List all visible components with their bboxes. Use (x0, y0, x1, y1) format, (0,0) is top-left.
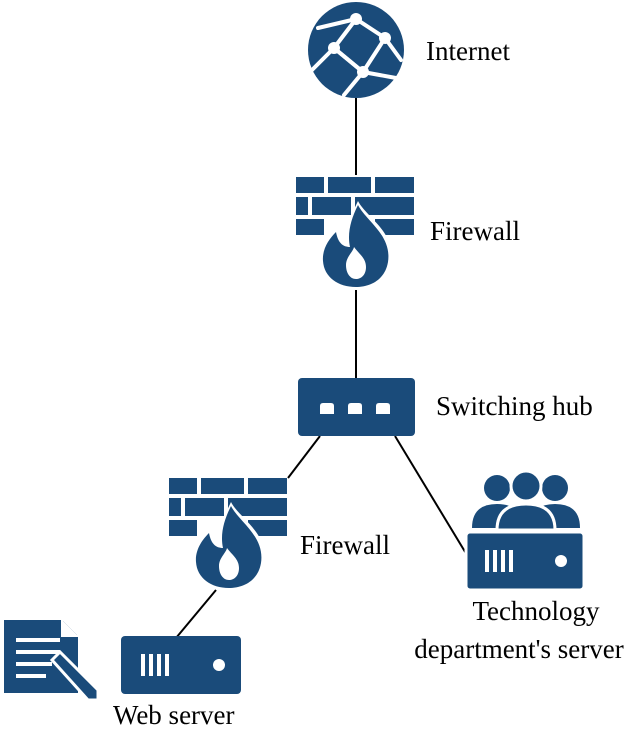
link-firewall2-webserver (175, 589, 217, 639)
document-edit-icon (4, 620, 100, 702)
users-group-icon (472, 469, 580, 532)
tech-server-icon (464, 530, 586, 592)
connectors (175, 98, 471, 639)
switch-icon (298, 378, 415, 436)
web-server-icon (121, 636, 241, 694)
globe-icon (308, 2, 404, 98)
tech-server-label-line2: department's server (414, 634, 624, 664)
tech-server-label-line1: Technology (472, 596, 600, 626)
internet-label: Internet (426, 36, 510, 66)
firewall-top-icon (296, 177, 414, 290)
link-switch-firewall2 (287, 435, 321, 479)
switching-hub-label: Switching hub (436, 391, 593, 421)
firewall-bottom-icon (169, 478, 287, 591)
firewall-bottom-label: Firewall (300, 530, 390, 560)
web-server-label: Web server (113, 700, 235, 730)
firewall-top-label: Firewall (430, 216, 520, 246)
link-switch-techserver (394, 435, 471, 561)
